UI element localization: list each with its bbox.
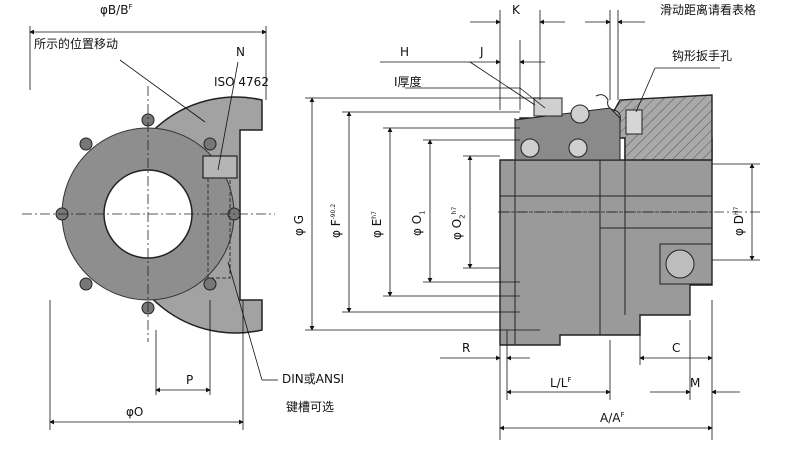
j-label: J xyxy=(480,45,484,59)
front-view xyxy=(22,26,278,430)
p-label: P xyxy=(186,373,194,387)
phi-o-label: φO xyxy=(126,405,144,419)
diameter-dimensions xyxy=(305,97,760,331)
o1-dimension-label: φ O1 xyxy=(410,210,427,236)
l-dimension-label: L/LF xyxy=(550,376,572,390)
length-dimensions xyxy=(440,300,740,440)
c-label: C xyxy=(672,341,681,355)
iso-label: ISO 4762 xyxy=(214,75,269,89)
e-dimension-label: φ Eh7 xyxy=(370,211,384,238)
wrench-hole xyxy=(625,109,643,135)
phi-b-label: φB/BF xyxy=(100,3,133,17)
ball-3 xyxy=(570,104,590,124)
g-dimension-label: φ G xyxy=(292,214,306,236)
thickness-label: I厚度 xyxy=(394,75,422,89)
din-ansi-label: DIN或ANSI xyxy=(282,372,345,386)
r-label: R xyxy=(462,341,471,355)
top-dimensions xyxy=(380,10,720,113)
hub-body xyxy=(499,137,713,346)
a-dimension-label: A/AF xyxy=(600,411,625,425)
slide-distance-label: 滑动距离请看表格 xyxy=(660,3,757,17)
hook-wrench-hole-label: 钩形扳手孔 xyxy=(672,49,733,63)
keyway-optional-label: 键槽可选 xyxy=(286,400,335,414)
top-screw xyxy=(533,97,563,117)
n-label: N xyxy=(236,45,245,59)
moved-position-label: 所示的位置移动 xyxy=(34,37,119,51)
m-label: M xyxy=(690,376,701,390)
ball-1 xyxy=(520,138,540,158)
ball-2 xyxy=(568,138,588,158)
f-dimension-label: φ F-90.2 xyxy=(329,203,343,238)
o2-dimension-label: φ O2h7 xyxy=(450,206,467,240)
d-dimension-label: φ DH7 xyxy=(732,206,746,236)
section-view xyxy=(498,94,760,346)
k-label: K xyxy=(512,3,520,17)
h-label: H xyxy=(400,45,410,59)
